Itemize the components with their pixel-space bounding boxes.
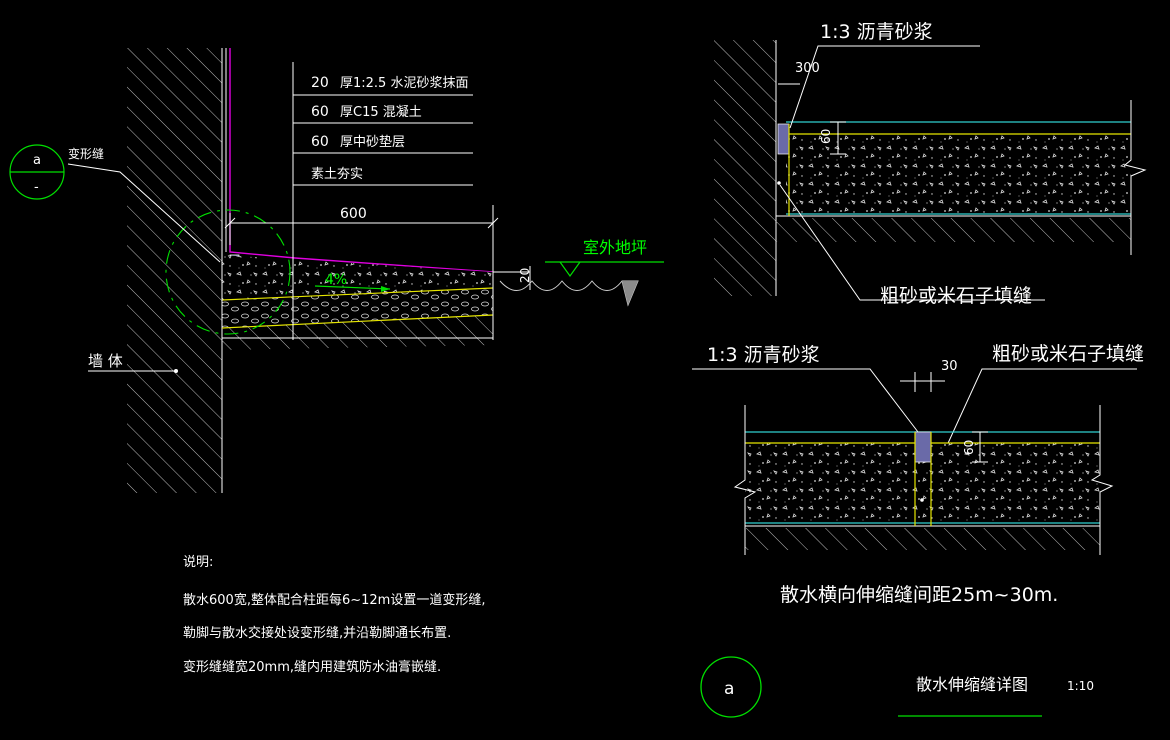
layer-row-1: 20 厚1:2.5 水泥砂浆抹面 [311,75,468,91]
rb-dim-width: 30 [941,359,958,374]
rt-dim-width: 300 [795,61,820,76]
layer-4-desc: 素土夯实 [311,167,363,182]
drawing-scale: 1:10 [1067,679,1094,693]
slope-label: 4% [325,272,347,288]
wall-plaster-line [229,48,494,273]
layer-row-4: 素土夯实 [311,167,363,182]
layer-2-desc: 厚C15 混凝土 [340,104,422,120]
joint-callout-circle [165,209,291,335]
notes-heading: 说明: [183,555,213,570]
layer-2-thickness: 60 [311,104,329,120]
left-section-detail: 4% 20 厚1:2.5 水泥砂浆抹面 60 厚C15 混凝土 60 厚中砂垫层… [9,48,664,493]
rt-dim-depth: 60 [819,129,833,144]
width-dimension: 600 [340,206,367,222]
wall-hatch [127,48,222,493]
rt-soil-hatch [776,218,1131,242]
title-index: a [724,679,734,699]
notes-line-2: 勒脚与散水交接处设变形缝,并沿勒脚通长布置. [183,625,451,641]
rb-joint-mortar [914,431,932,463]
rb-dim-depth: 60 [962,440,976,455]
outdoor-ground-label: 室外地坪 [583,238,647,257]
drawing-title: 散水伸缩缝详图 [916,675,1028,694]
notes-line-3: 变形缝缝宽20mm,缝内用建筑防水油膏嵌缝. [183,659,441,675]
rt-joint-mortar [777,123,790,155]
layer-1-thickness: 20 [311,75,329,91]
title-index-circle [700,656,762,718]
rt-slab [786,134,1131,214]
layer-1-desc: 厚1:2.5 水泥砂浆抹面 [340,76,468,91]
title-block: a 散水伸缩缝详图 1:10 [700,656,1094,718]
right-bottom-detail: 1:3 沥青砂浆 粗砂或米石子填缝 30 60 散水横向伸缩缝间距25m~30m… [692,343,1144,606]
height-dimension: 20 [518,268,532,283]
rb-spacing-note: 散水横向伸缩缝间距25m~30m. [780,584,1058,606]
soil-hatch [222,315,493,350]
rb-fill-label: 粗砂或米石子填缝 [992,343,1144,365]
layer-row-3: 60 厚中砂垫层 [311,134,405,150]
layer-3-thickness: 60 [311,134,329,150]
rt-wall-hatch [714,40,776,296]
notes-line-1: 散水600宽,整体配合柱距每6~12m设置一道变形缝, [183,592,485,608]
rb-soil-hatch [745,528,1100,550]
index-circle-bottom: - [34,180,39,195]
rt-fill-label: 粗砂或米石子填缝 [880,285,1032,307]
wall-label: 墙 体 [88,352,123,370]
layer-3-desc: 厚中砂垫层 [340,134,405,150]
right-top-detail: 1:3 沥青砂浆 300 60 粗砂或米石子填缝 [714,21,1147,307]
rt-mortar-label: 1:3 沥青砂浆 [820,21,933,43]
rb-mortar-label: 1:3 沥青砂浆 [707,344,820,366]
ground-surface [499,280,639,307]
joint-label: 变形缝 [68,146,104,161]
notes-block: 说明: 散水600宽,整体配合柱距每6~12m设置一道变形缝, 勒脚与散水交接处… [183,555,485,675]
layer-row-2: 60 厚C15 混凝土 [311,104,422,120]
index-circle-top: a [33,153,41,168]
